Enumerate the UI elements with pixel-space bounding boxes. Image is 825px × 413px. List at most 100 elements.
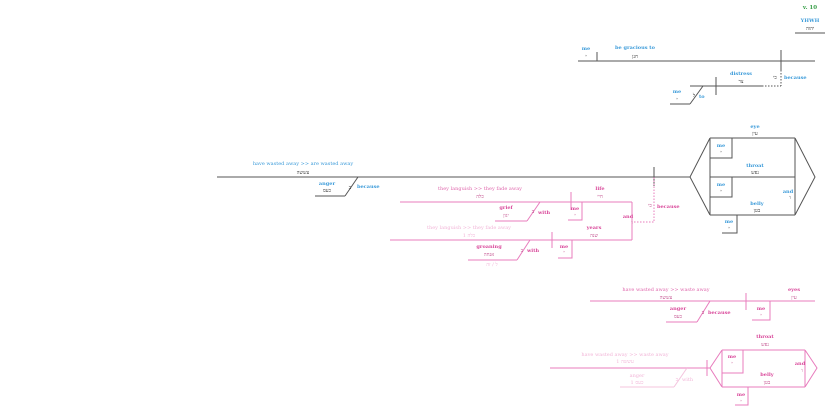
clause-7: have wasted away >> waste away עששה 1 th…: [550, 334, 818, 406]
me-en: me: [571, 206, 579, 212]
connector: [634, 177, 655, 223]
verb-he: עששה 1: [616, 359, 634, 365]
and-en: and: [623, 214, 634, 220]
belly-he: בטן: [754, 208, 761, 214]
eye-he: עין: [752, 131, 758, 137]
slant: [696, 300, 711, 323]
faint-he: ל / זה: [486, 262, 498, 268]
prep-en: with: [537, 210, 551, 216]
and-en: and: [795, 361, 806, 367]
prep-obj-he: יגון: [503, 213, 509, 219]
vocative-he: יהוה: [806, 26, 815, 32]
subject-en: me: [582, 46, 590, 52]
prep-obj-en: anger: [630, 373, 645, 379]
conj-en: because: [784, 75, 807, 81]
and-en: and: [783, 189, 794, 195]
fork-left: [689, 137, 711, 216]
verb-en: have wasted away >> waste away: [581, 352, 668, 358]
verse-number: v. 10: [802, 5, 817, 11]
prep-obj-he: כעס: [323, 188, 332, 194]
subject-en: years: [586, 225, 602, 231]
prep-he: ב: [676, 377, 679, 383]
prep-obj-en: groaning: [476, 244, 502, 250]
obj-en: me: [673, 89, 681, 95]
eye-en: eye: [750, 124, 759, 130]
me-he: י: [760, 313, 762, 319]
prep-en: with: [682, 377, 694, 383]
prep-he: ב: [532, 209, 535, 215]
me-he: י: [720, 150, 722, 156]
conj-en: because: [657, 204, 680, 210]
me-he: י: [728, 226, 730, 232]
noun-en: distress: [730, 71, 752, 77]
slant: [689, 85, 704, 105]
prep-obj-en: anger: [670, 306, 687, 312]
verb-en: have wasted away >> waste away: [622, 287, 709, 293]
subject-he: י: [585, 54, 587, 60]
throat-en: throat: [756, 334, 774, 340]
subject-he: שנה: [590, 233, 599, 239]
fork-right: [794, 137, 816, 216]
me-he: י: [731, 361, 733, 367]
verb-en: have wasted away >> are wasted away: [253, 161, 354, 167]
prep-he: ב: [349, 185, 352, 191]
throat-en: throat: [746, 163, 764, 169]
prep-obj-he: כעס: [674, 314, 683, 320]
prep-en: to: [699, 94, 705, 100]
prep-en: because: [708, 310, 731, 316]
me-he: י: [720, 189, 722, 195]
box-me: [735, 387, 749, 406]
clause-1: me י be gracious to חנן: [578, 45, 815, 70]
box-me: [710, 177, 733, 198]
throat-he: נפש: [761, 342, 769, 348]
verb-he: כלה: [476, 194, 484, 200]
conj-he: כי: [773, 75, 777, 81]
subject-en: life: [595, 186, 604, 192]
conj-he: כי: [648, 203, 652, 209]
clause-3: have wasted away >> are wasted away עששה…: [217, 124, 816, 234]
me-en: me: [560, 244, 568, 250]
clause-5: they languish >> they fade away כלה 1 ye…: [390, 225, 632, 268]
box-me: [568, 201, 583, 221]
throat-he: נפש: [751, 170, 759, 176]
noun-he: צר: [738, 79, 743, 85]
obj-he: י: [676, 97, 678, 103]
fork-right: [804, 349, 818, 388]
prep-he: ב: [702, 310, 705, 316]
me-en: me: [717, 182, 725, 188]
fork-left: [709, 349, 723, 388]
me-he: י: [563, 250, 565, 256]
and-he: ו: [789, 195, 790, 201]
me-he: י: [574, 213, 576, 219]
me-he: י: [740, 399, 742, 405]
verb-he: כלה 1: [463, 233, 476, 239]
verb-en: they languish >> they fade away: [427, 225, 511, 231]
slant: [673, 367, 688, 388]
me-en: me: [717, 143, 725, 149]
me-en: me: [728, 354, 736, 360]
verb-en: they languish >> they fade away: [438, 186, 522, 192]
me-en: me: [737, 392, 745, 398]
prep-he: ב: [521, 248, 524, 254]
clause-4: they languish >> they fade away כלה life…: [400, 177, 680, 240]
prep-he: ל: [692, 93, 696, 99]
me-en: me: [725, 219, 733, 225]
box-me: [722, 215, 738, 234]
vocative-en: YHWH: [800, 18, 820, 24]
subject-he: עין: [791, 295, 797, 301]
prep-en: because: [357, 184, 380, 190]
belly-he: בטן: [764, 380, 771, 386]
slant: [526, 201, 541, 222]
clause-6: have wasted away >> waste away עששה eyes…: [590, 287, 815, 323]
and-he: ו: [801, 368, 802, 374]
subject-he: חיי: [597, 194, 603, 200]
box-me: [710, 138, 733, 159]
box-me: [722, 350, 744, 374]
prep-obj-he: כעס 1: [631, 380, 644, 386]
verb-he: חנן: [632, 54, 638, 60]
prep-obj-he: אנחה: [484, 252, 494, 258]
box-me: [752, 300, 771, 321]
belly-en: belly: [750, 201, 764, 207]
